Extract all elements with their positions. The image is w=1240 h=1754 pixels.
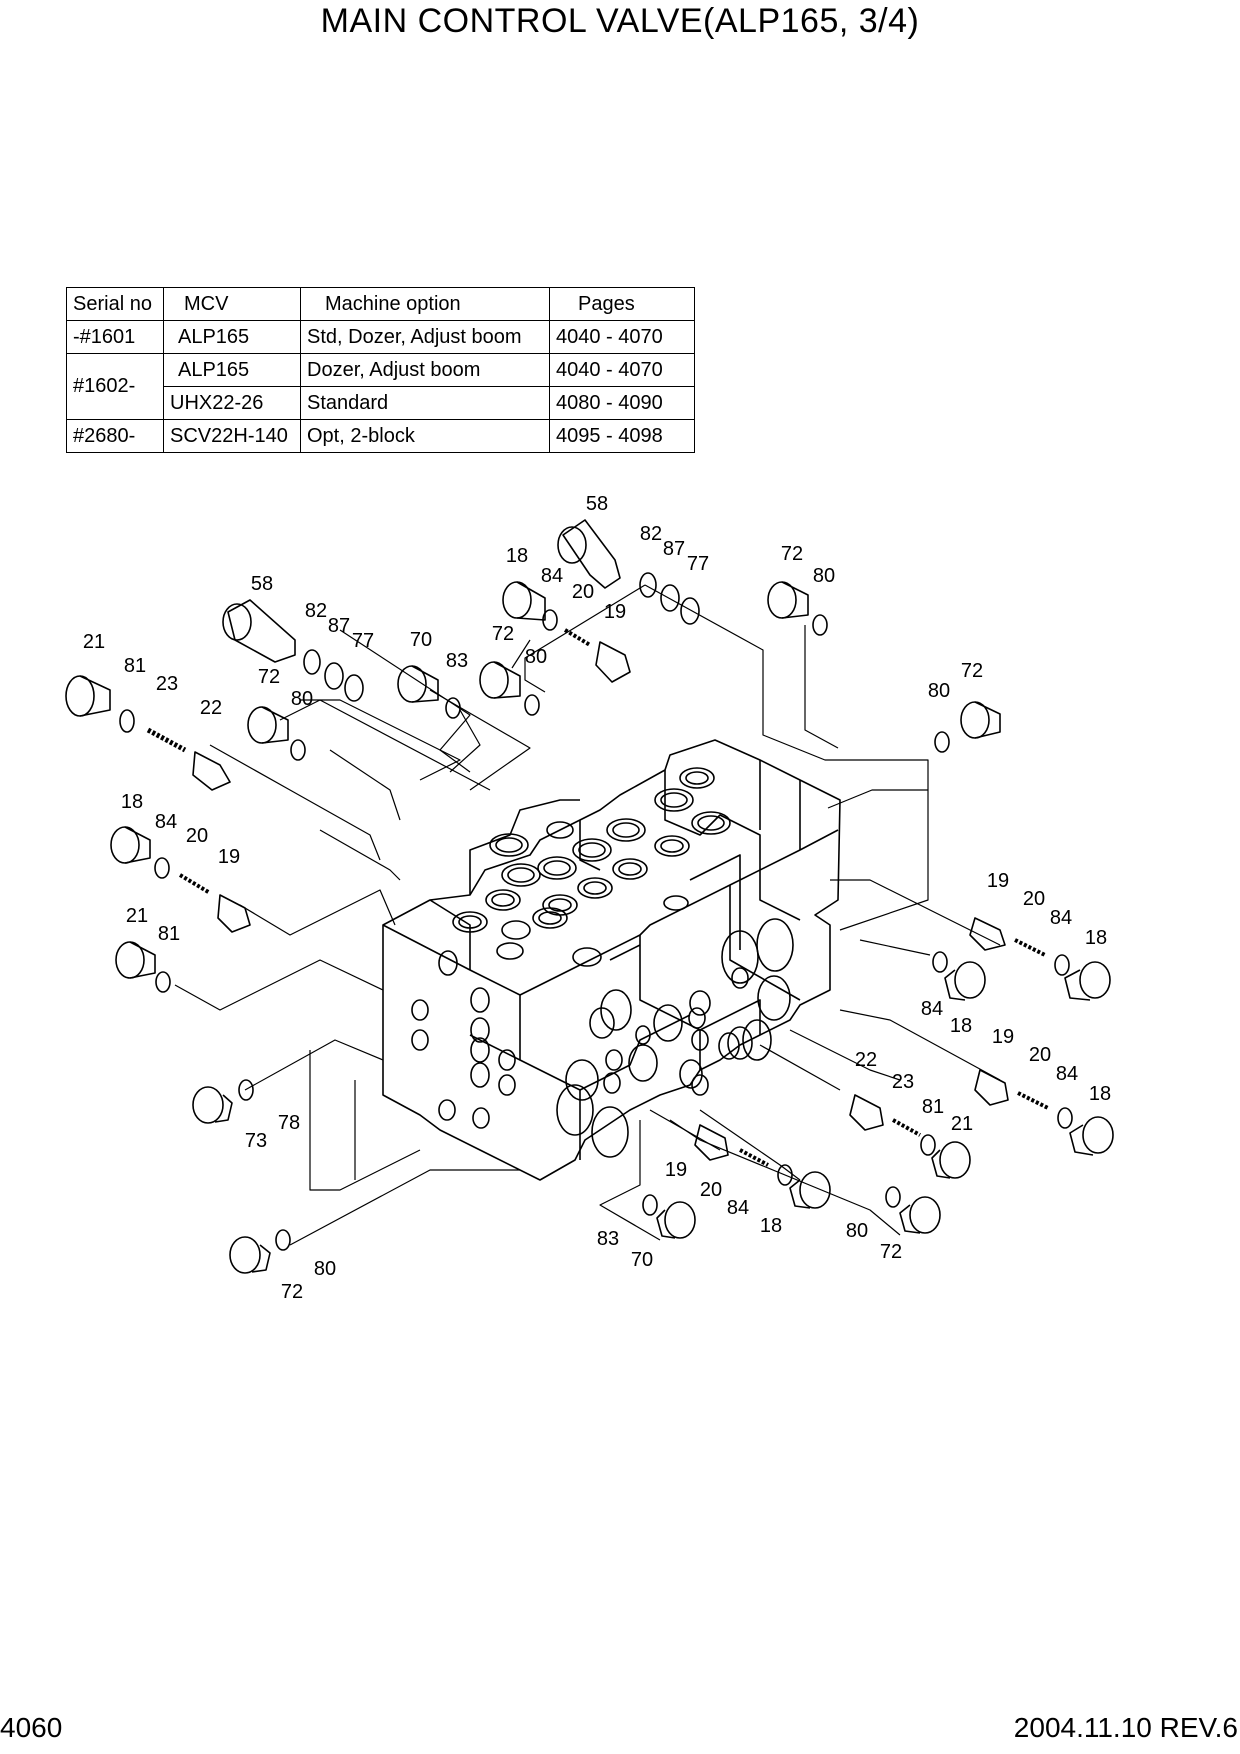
part-callout: 21 — [951, 1113, 973, 1135]
part-callout: 81 — [158, 923, 180, 945]
cell-option: Std, Dozer, Adjust boom — [300, 320, 550, 354]
part-callout: 84 — [541, 565, 563, 587]
part-callout: 70 — [631, 1249, 653, 1271]
part-callout: 82 — [305, 600, 327, 622]
part-callout: 18 — [506, 545, 528, 567]
part-callout: 19 — [987, 870, 1009, 892]
part-callout: 18 — [1085, 927, 1107, 949]
header-serial-no: Serial no — [66, 287, 164, 321]
part-callout: 19 — [665, 1159, 687, 1181]
part-callout: 84 — [921, 998, 943, 1020]
part-callout: 19 — [604, 601, 626, 623]
part-callout: 19 — [218, 846, 240, 868]
part-callout: 22 — [855, 1049, 877, 1071]
part-callout: 23 — [156, 673, 178, 695]
part-callout: 20 — [186, 825, 208, 847]
part-callout: 20 — [700, 1179, 722, 1201]
cell-serial: #2680- — [66, 419, 164, 453]
cell-mcv: UHX22-26 — [163, 386, 301, 420]
part-callout: 82 — [640, 523, 662, 545]
cell-mcv: ALP165 — [163, 320, 301, 354]
part-callout: 87 — [663, 538, 685, 560]
table-row: UHX22-26 Standard 4080 - 4090 — [67, 386, 695, 420]
part-callout: 70 — [410, 629, 432, 651]
part-callout: 83 — [446, 650, 468, 672]
part-callout: 81 — [124, 655, 146, 677]
part-callout: 80 — [314, 1258, 336, 1280]
header-mcv: MCV — [163, 287, 301, 321]
part-callout: 20 — [572, 581, 594, 603]
part-callout: 73 — [245, 1130, 267, 1152]
part-callout: 18 — [760, 1215, 782, 1237]
cell-mcv: SCV22H-140 — [163, 419, 301, 453]
part-callout: 84 — [155, 811, 177, 833]
part-callout: 77 — [352, 630, 374, 652]
table-header-row: Serial no MCV Machine option Pages — [66, 287, 695, 321]
valve-ports — [411, 767, 794, 1158]
page-number: 4060 — [0, 1712, 63, 1743]
part-callout: 72 — [258, 666, 280, 688]
part-callout: 83 — [597, 1228, 619, 1250]
part-callout: 77 — [687, 553, 709, 575]
part-callout: 84 — [1050, 907, 1072, 929]
revision-date: 2004.11.10 REV.6 — [1013, 1712, 1238, 1743]
cell-option: Opt, 2-block — [300, 419, 550, 453]
table-row: #1602- ALP165 Dozer, Adjust boom 4040 - … — [66, 353, 695, 420]
cell-option: Dozer, Adjust boom — [300, 353, 550, 387]
part-callout: 84 — [727, 1197, 749, 1219]
part-callout: 84 — [1056, 1063, 1078, 1085]
cell-serial: #1602- — [66, 353, 164, 420]
valve-block — [382, 739, 841, 1181]
part-callout: 18 — [1089, 1083, 1111, 1105]
part-callout: 80 — [846, 1220, 868, 1242]
part-callout: 18 — [950, 1015, 972, 1037]
part-callout: 23 — [892, 1071, 914, 1093]
table-row: -#1601 ALP165 Std, Dozer, Adjust boom 40… — [66, 320, 695, 354]
part-callout: 78 — [278, 1112, 300, 1134]
page-title: MAIN CONTROL VALVE(ALP165, 3/4) — [320, 2, 920, 40]
part-callout: 87 — [328, 615, 350, 637]
part-callout: 80 — [928, 680, 950, 702]
part-callout: 72 — [781, 543, 803, 565]
leader-lines — [174, 584, 1001, 1246]
part-callout: 58 — [251, 573, 273, 595]
part-callout: 80 — [813, 565, 835, 587]
part-callout: 20 — [1029, 1044, 1051, 1066]
table-row: #2680- SCV22H-140 Opt, 2-block 4095 - 40… — [66, 419, 695, 453]
part-callout: 72 — [961, 660, 983, 682]
part-callout: 18 — [121, 791, 143, 813]
machine-option-table: Serial no MCV Machine option Pages -#160… — [66, 287, 695, 453]
cell-pages: 4080 - 4090 — [549, 386, 695, 420]
components — [65, 519, 1114, 1274]
part-callout: 22 — [200, 697, 222, 719]
cell-pages: 4040 - 4070 — [549, 353, 695, 387]
part-callout: 72 — [880, 1241, 902, 1263]
part-callout: 80 — [525, 646, 547, 668]
part-callout: 20 — [1023, 888, 1045, 910]
part-callout: 21 — [126, 905, 148, 927]
cell-pages: 4095 - 4098 — [549, 419, 695, 453]
part-callout: 80 — [291, 688, 313, 710]
part-callout: 72 — [492, 623, 514, 645]
part-callout: 21 — [83, 631, 105, 653]
cell-mcv: ALP165 — [163, 353, 301, 387]
part-callout: 72 — [281, 1281, 303, 1303]
part-callout: 58 — [586, 493, 608, 515]
cell-serial: -#1601 — [66, 320, 164, 354]
part-callout: 19 — [992, 1026, 1014, 1048]
part-callout: 81 — [922, 1096, 944, 1118]
header-machine-option: Machine option — [300, 287, 550, 321]
